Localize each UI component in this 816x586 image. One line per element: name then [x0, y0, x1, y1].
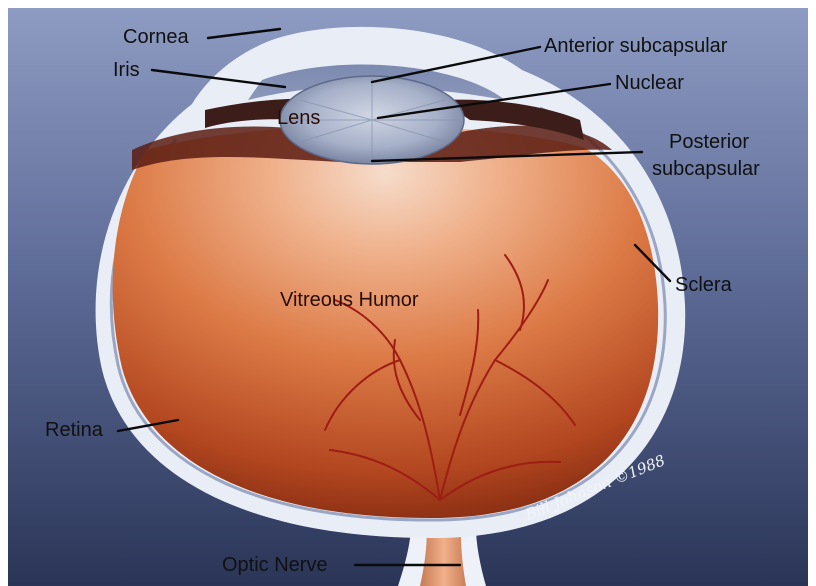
posterior-subcapsular-label-line2: subcapsular — [652, 158, 760, 180]
vitreous-humor-body — [113, 126, 659, 518]
cornea-label: Cornea — [123, 26, 189, 48]
nuclear-label: Nuclear — [615, 72, 684, 94]
optic-nerve-label: Optic Nerve — [222, 554, 328, 576]
anterior-subcapsular-label: Anterior subcapsular — [544, 35, 728, 57]
iris-label: Iris — [113, 59, 140, 81]
retina-label: Retina — [45, 419, 104, 441]
lens-label: Lens — [277, 107, 320, 129]
sclera-label: Sclera — [675, 274, 733, 296]
vitreous-humor-label: Vitreous Humor — [280, 289, 419, 311]
posterior-subcapsular-label-line1: Posterior — [669, 131, 749, 153]
